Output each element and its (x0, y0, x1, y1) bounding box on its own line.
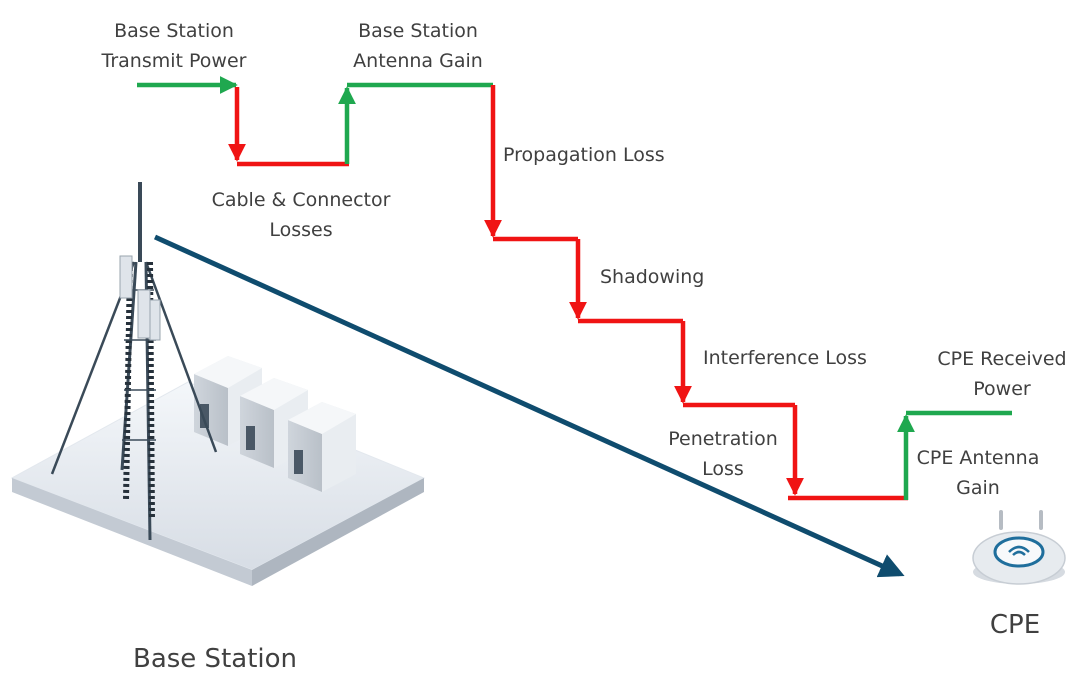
equipment-cabinet-icon (288, 402, 356, 492)
base-station-illustration (10, 182, 426, 586)
label-interference-loss: Interference Loss (703, 347, 867, 369)
label-propagation-loss: Propagation Loss (503, 144, 665, 166)
label-cable-losses: Cable & Connector Losses (211, 189, 391, 241)
label-penetration-loss: Penetration Loss (668, 428, 778, 480)
label-bs-antenna-gain: Base Station Antenna Gain (353, 20, 483, 72)
label-base-station: Base Station (132, 644, 297, 674)
base-station-tower-icon (50, 182, 218, 541)
link-arrow (153, 234, 905, 578)
link-budget-steps (137, 76, 1012, 501)
label-bs-transmit-power: Base Station Transmit Power (101, 20, 247, 72)
label-shadowing: Shadowing (600, 266, 705, 288)
label-cpe-received-power: CPE Received Power (937, 348, 1067, 400)
cpe-router-icon (972, 510, 1066, 585)
label-cpe: CPE (989, 610, 1041, 640)
label-cpe-antenna-gain: CPE Antenna Gain (916, 447, 1040, 499)
